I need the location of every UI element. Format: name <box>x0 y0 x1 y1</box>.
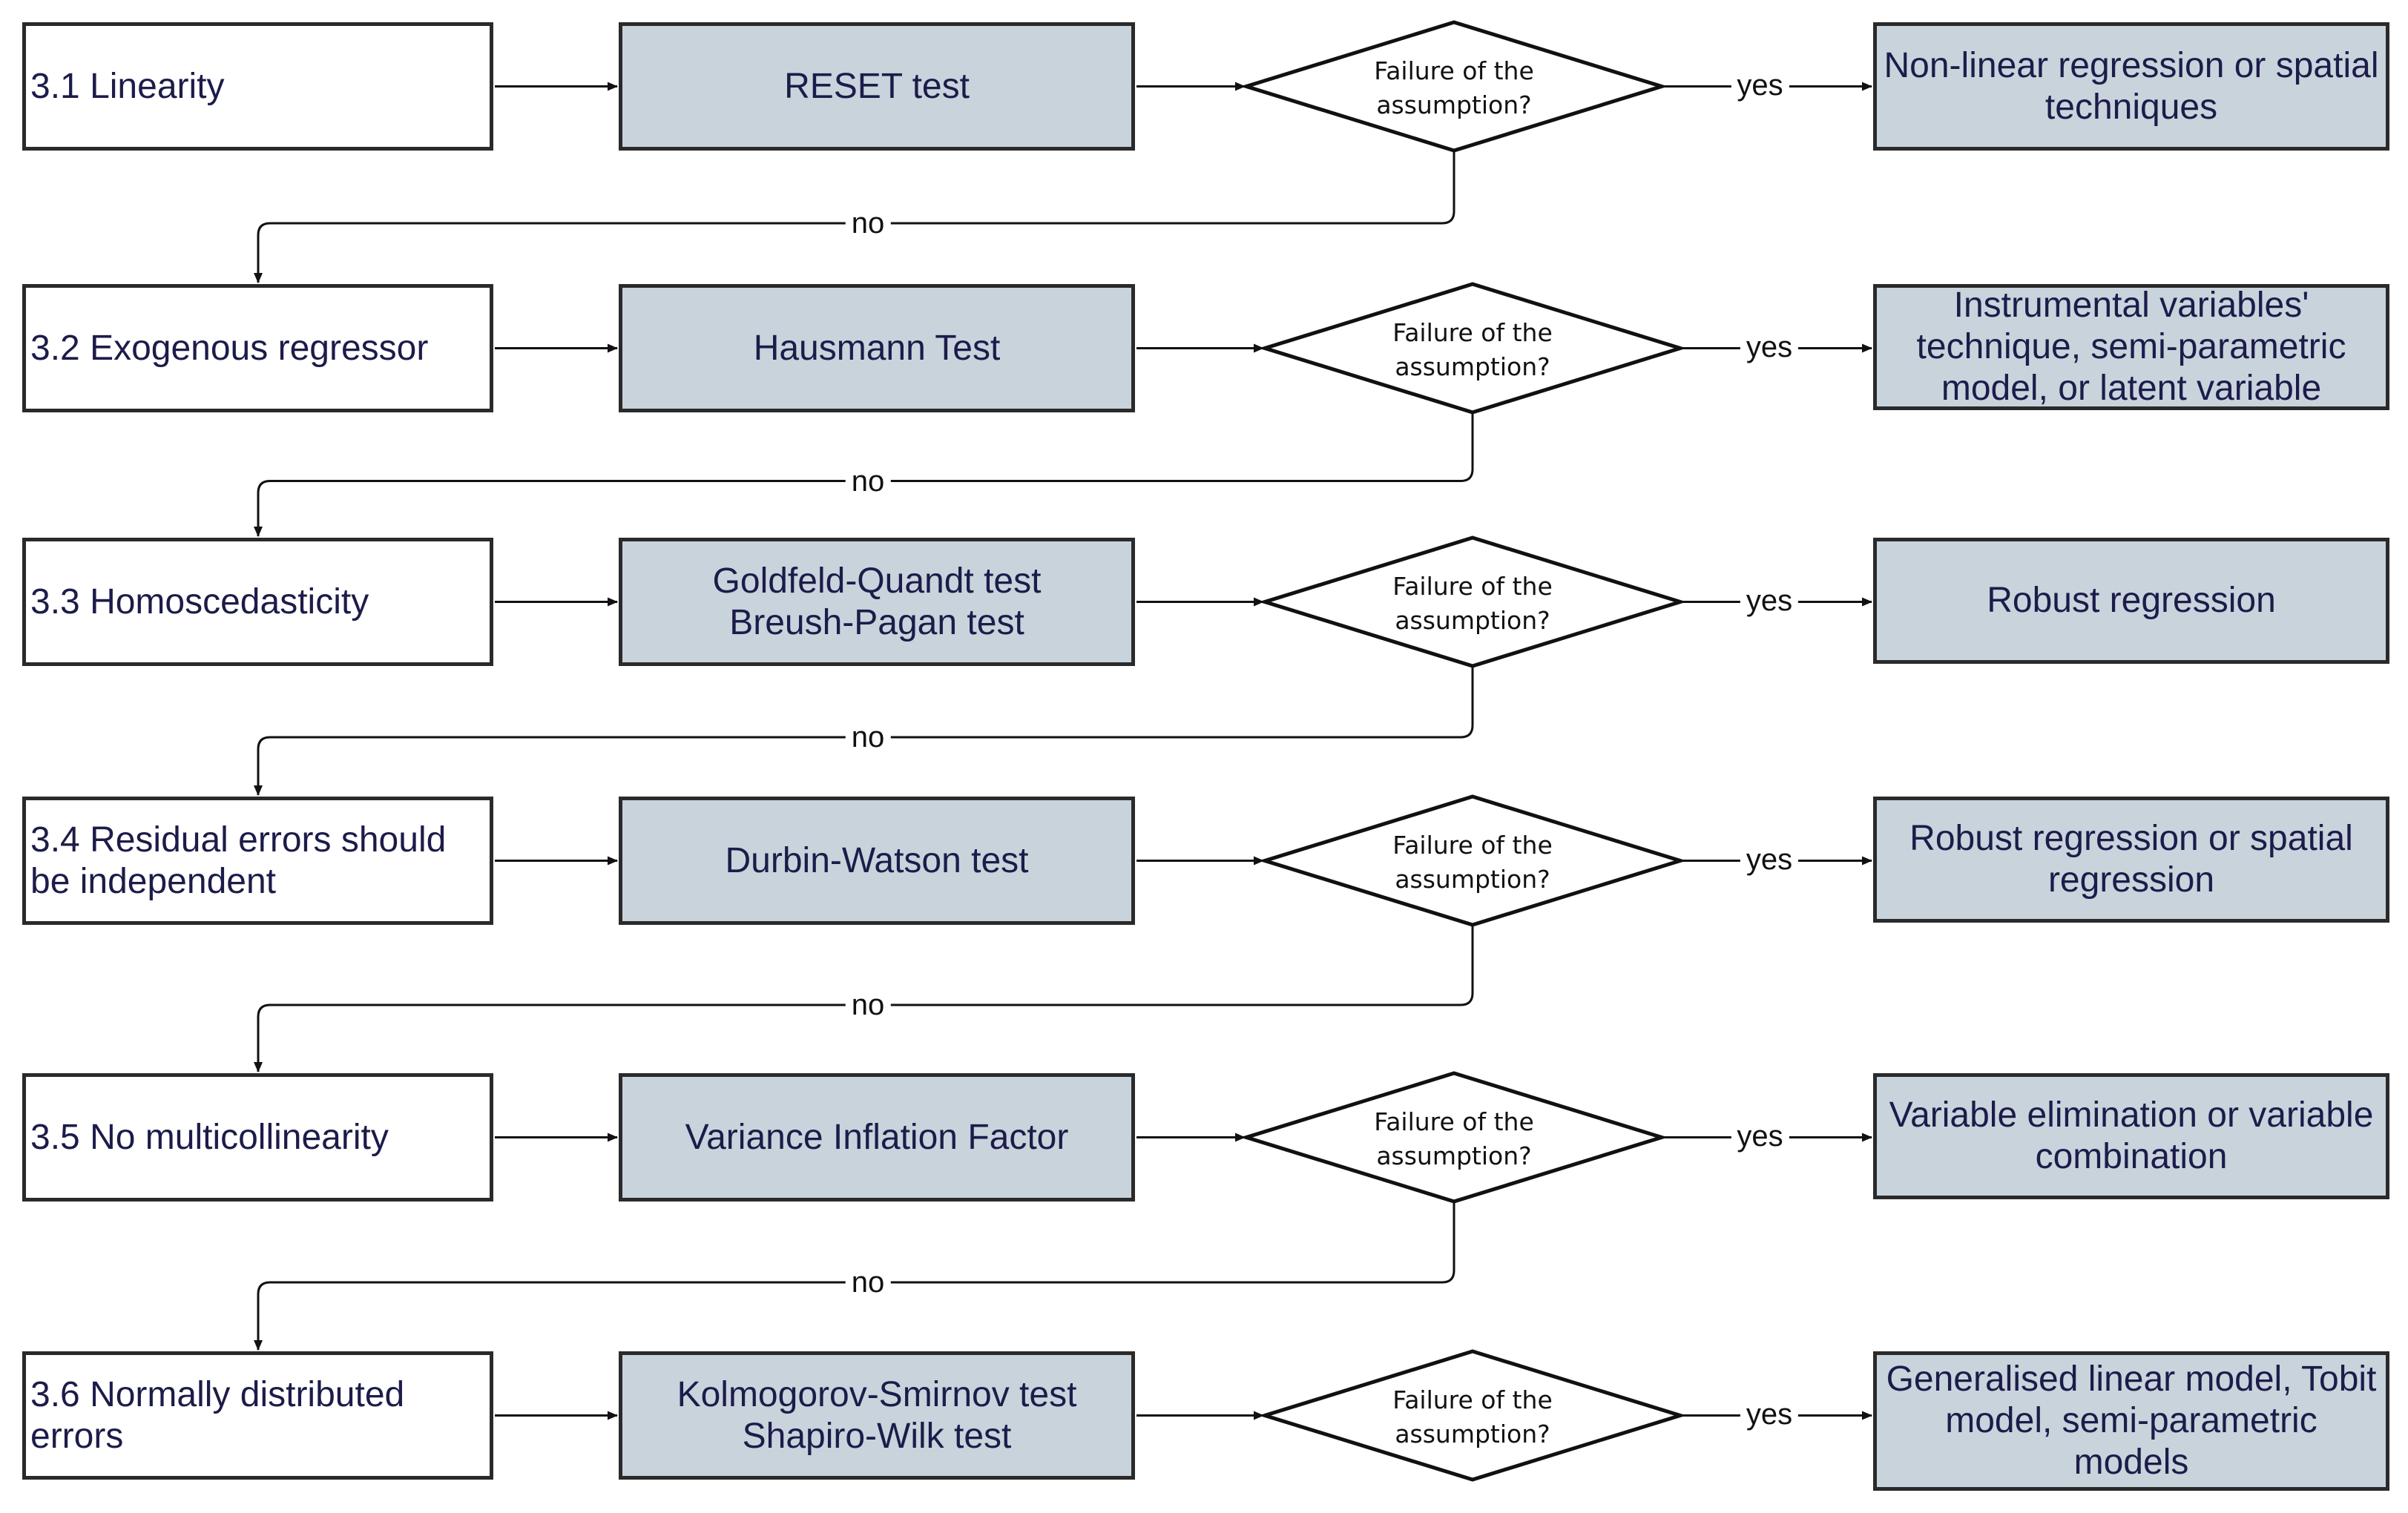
remedy-box-2: Instrumental variables' technique, semi-… <box>1873 284 2389 410</box>
test-box-6-text: Kolmogorov-Smirnov test Shapiro-Wilk tes… <box>677 1374 1077 1456</box>
test-box-1: RESET test <box>619 22 1135 151</box>
decision-text-6: Failure of the assumption? <box>1392 1385 1553 1448</box>
decision-text-3: Failure of the assumption? <box>1392 571 1553 635</box>
assumption-box-6: 3.6 Normally distributed errors <box>22 1351 493 1480</box>
remedy-box-4-text: Robust regression or spatial regression <box>1909 819 2353 900</box>
assumption-box-1-text: 3.1 Linearity <box>30 66 225 106</box>
no-label-5: no <box>845 1266 891 1299</box>
yes-label-3: yes <box>1740 584 1799 617</box>
test-box-4-text: Durbin-Watson test <box>725 840 1029 880</box>
remedy-box-6-text: Generalised linear model, Tobit model, s… <box>1886 1359 2377 1482</box>
remedy-box-4: Robust regression or spatial regression <box>1873 797 2389 923</box>
remedy-box-1: Non-linear regression or spatial techniq… <box>1873 22 2389 151</box>
assumption-box-4-text: 3.4 Residual errors should be independen… <box>30 820 447 901</box>
test-box-6: Kolmogorov-Smirnov test Shapiro-Wilk tes… <box>619 1351 1135 1480</box>
no-label-2: no <box>845 464 891 498</box>
no-label-1: no <box>845 207 891 240</box>
test-box-2: Hausmann Test <box>619 284 1135 412</box>
remedy-box-5-text: Variable elimination or variable combina… <box>1889 1095 2374 1176</box>
decision-text-2: Failure of the assumption? <box>1392 317 1553 381</box>
remedy-box-6: Generalised linear model, Tobit model, s… <box>1873 1351 2389 1491</box>
yes-label-5: yes <box>1731 1119 1789 1153</box>
yes-label-6: yes <box>1740 1397 1799 1431</box>
remedy-box-3: Robust regression <box>1873 538 2389 664</box>
assumption-box-2-text: 3.2 Exogenous regressor <box>30 328 429 368</box>
remedy-box-5: Variable elimination or variable combina… <box>1873 1073 2389 1199</box>
remedy-box-2-text: Instrumental variables' technique, semi-… <box>1916 286 2346 408</box>
assumption-box-1: 3.1 Linearity <box>22 22 493 151</box>
remedy-box-1-text: Non-linear regression or spatial techniq… <box>1884 45 2379 127</box>
yes-label-1: yes <box>1731 68 1789 102</box>
remedy-box-3-text: Robust regression <box>1987 581 2276 620</box>
test-box-4: Durbin-Watson test <box>619 797 1135 925</box>
assumption-box-6-text: 3.6 Normally distributed errors <box>30 1374 405 1456</box>
no-label-4: no <box>845 989 891 1021</box>
test-box-3: Goldfeld-Quandt test Breush-Pagan test <box>619 538 1135 666</box>
assumption-box-5-text: 3.5 No multicollinearity <box>30 1117 389 1157</box>
test-box-1-text: RESET test <box>784 66 970 106</box>
assumption-box-2: 3.2 Exogenous regressor <box>22 284 493 412</box>
decision-text-1: Failure of the assumption? <box>1374 56 1534 119</box>
no-label-3: no <box>845 721 891 754</box>
assumption-box-3-text: 3.3 Homoscedasticity <box>30 581 369 622</box>
test-box-5-text: Variance Inflation Factor <box>685 1117 1069 1157</box>
assumption-box-5: 3.5 No multicollinearity <box>22 1073 493 1202</box>
yes-label-4: yes <box>1740 843 1799 876</box>
decision-diamond-6 <box>1258 1349 1687 1482</box>
decision-text-5: Failure of the assumption? <box>1374 1107 1534 1170</box>
test-box-3-text: Goldfeld-Quandt test Breush-Pagan test <box>712 561 1042 642</box>
test-box-2-text: Hausmann Test <box>753 328 1001 368</box>
assumption-box-3: 3.3 Homoscedasticity <box>22 538 493 666</box>
yes-label-2: yes <box>1740 330 1799 363</box>
test-box-5: Variance Inflation Factor <box>619 1073 1135 1202</box>
decision-text-4: Failure of the assumption? <box>1392 830 1553 894</box>
assumption-box-4: 3.4 Residual errors should be independen… <box>22 797 493 925</box>
